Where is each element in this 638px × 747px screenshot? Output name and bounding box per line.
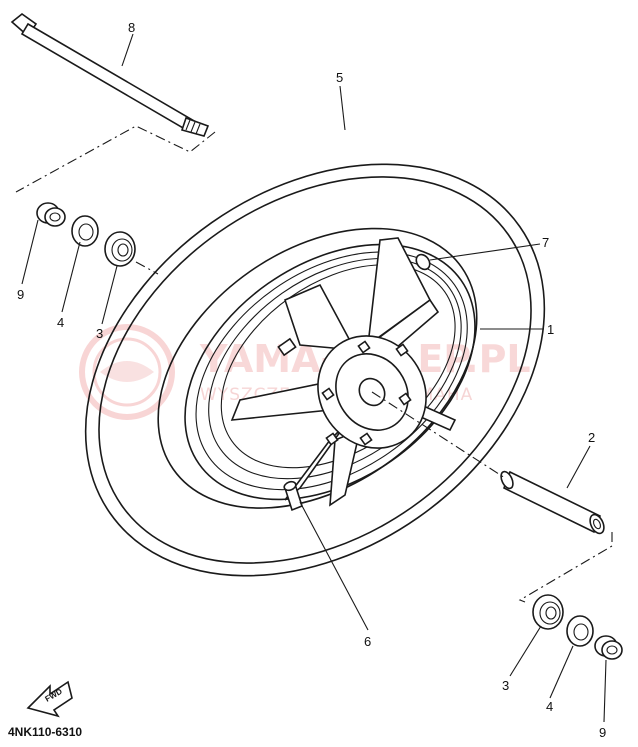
axle-spacer [500, 470, 605, 535]
callout-7-screw: 7 [542, 235, 549, 250]
callout-4-seal: 4 [57, 315, 64, 330]
diagram-code: 4NK110-6310 [8, 725, 82, 739]
callout-9-collar: 9 [17, 287, 24, 302]
oil-seal-right [566, 615, 594, 647]
collar-right [594, 635, 623, 660]
leader-lines [21, 33, 607, 723]
valve-stem [283, 480, 303, 512]
callout-9-collar-lower: 9 [599, 725, 606, 740]
callout-5-tire: 5 [336, 70, 343, 85]
front-axle [10, 12, 210, 137]
callout-6-valve: 6 [364, 634, 371, 649]
spoke-screw [415, 253, 431, 271]
callout-3-bearing-lower: 3 [502, 678, 509, 693]
bearing-right [532, 594, 564, 630]
callout-1-rim: 1 [547, 322, 554, 337]
callout-2-spacer: 2 [588, 430, 595, 445]
fwd-arrow-icon: FWD [26, 680, 73, 718]
callout-8-axle: 8 [128, 20, 135, 35]
watermark-logo [79, 324, 175, 420]
collar-left [36, 202, 66, 227]
callout-labels: 8 5 9 4 3 7 1 2 6 3 4 9 [17, 20, 606, 740]
assembly-lines [15, 125, 613, 603]
oil-seal-left [71, 215, 99, 247]
callout-3-bearing: 3 [96, 326, 103, 341]
bearing-left [104, 231, 136, 267]
callout-4-seal-lower: 4 [546, 699, 553, 714]
